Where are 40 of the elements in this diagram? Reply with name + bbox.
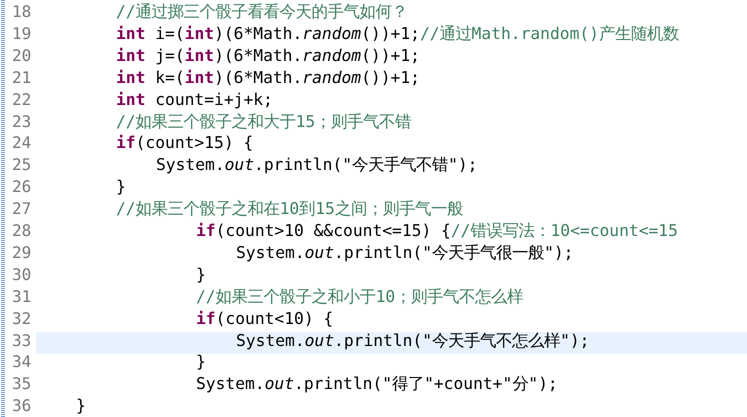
code-line: if(count>15) { xyxy=(116,133,254,152)
line-number: 25 xyxy=(12,154,32,176)
code-line: int k=(int)(6*Math.random())+1; xyxy=(116,68,420,87)
code-line: System.out.println("今天手气很一般"); xyxy=(236,242,574,262)
code-line: int count=i+j+k; xyxy=(116,90,273,109)
line-number: 34 xyxy=(12,351,32,374)
line-number: 32 xyxy=(12,308,32,330)
line-number: 30 xyxy=(12,264,32,286)
code-line: System.out.println("今天手气不错"); xyxy=(156,155,478,174)
code-comment: //通过Math.random()产生随机数 xyxy=(420,24,679,43)
line-number: 20 xyxy=(12,44,32,67)
code-line: int j=(int)(6*Math.random())+1; xyxy=(116,46,420,65)
code-line: int i=(int)(6*Math.random())+1; xyxy=(116,24,420,43)
code-line: } xyxy=(196,352,206,372)
line-number: 23 xyxy=(12,110,32,132)
code-line: } xyxy=(76,396,86,416)
line-number: 18 xyxy=(12,1,32,23)
line-number: 26 xyxy=(12,176,32,198)
code-line: System.out.println("今天手气不怎么样"); xyxy=(236,330,590,350)
line-number: 24 xyxy=(12,132,32,154)
code-line: System.out.println("得了"+count+"分"); xyxy=(196,374,558,394)
code-comment: //通过掷三个骰子看看今天的手气如何？ xyxy=(116,2,408,21)
line-number: 35 xyxy=(12,373,32,396)
code-comment: //错误写法：10<=count<=15 xyxy=(450,221,678,240)
line-number: 28 xyxy=(12,220,32,242)
line-number: 19 xyxy=(12,22,32,45)
line-number: 27 xyxy=(12,198,32,220)
line-number: 22 xyxy=(12,88,32,111)
line-number: 36 xyxy=(12,395,32,417)
code-comment: //如果三个骰子之和小于10；则手气不怎么样 xyxy=(196,286,524,306)
line-number: 33 xyxy=(12,330,32,352)
code-line: if(count<10) { xyxy=(196,308,334,328)
code-line: } xyxy=(116,177,126,196)
code-line: } xyxy=(196,264,206,284)
code-comment: //如果三个骰子之和大于15；则手气不错 xyxy=(116,112,412,130)
line-number: 21 xyxy=(12,66,32,89)
line-number: 29 xyxy=(12,242,32,264)
code-line: if(count>10 &&count<=15) { xyxy=(196,221,451,240)
code-comment: //如果三个骰子之和在10到15之间；则手气一般 xyxy=(116,199,463,218)
line-number: 31 xyxy=(12,286,32,308)
